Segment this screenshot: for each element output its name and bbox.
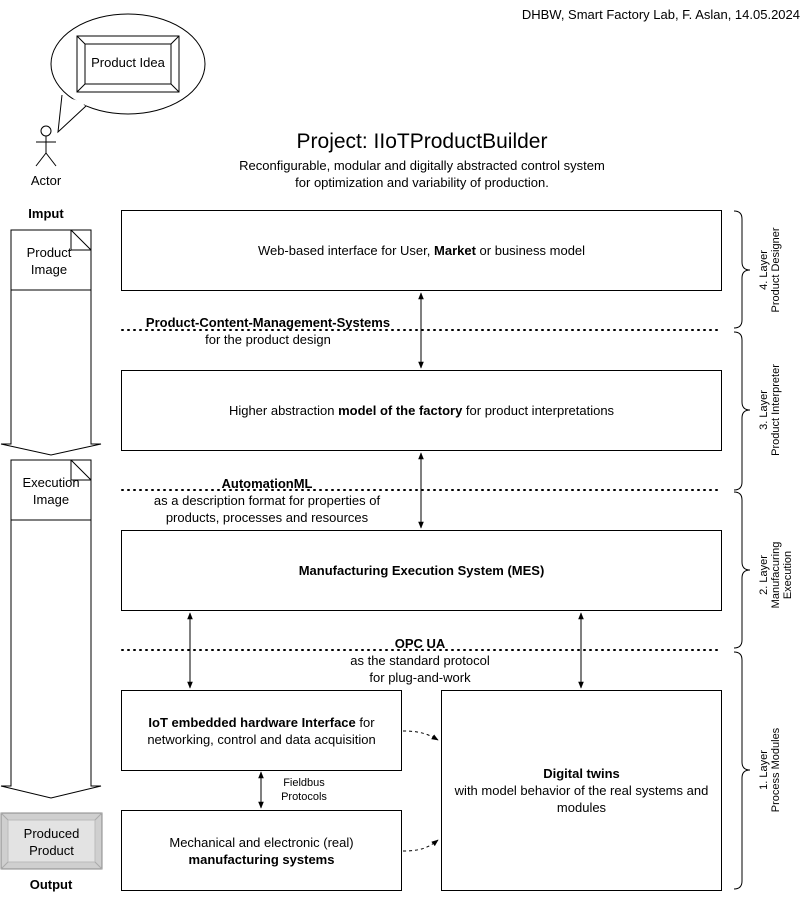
product-image-line-2: Image <box>30 262 68 277</box>
actor-icon <box>35 125 57 167</box>
mech-box-text-bold: manufacturing systems <box>188 851 335 867</box>
subtitle-line-1: Reconfigurable, modular and digitally ab… <box>239 158 605 173</box>
iot-interface-box: IoT embedded hardware Interface for netw… <box>121 690 402 771</box>
layer-1-num: 1. Layer <box>758 750 770 790</box>
mes-box: Manufacturing Execution System (MES) <box>121 530 722 611</box>
opc-desc-line-1: as the standard protocol <box>350 653 490 668</box>
layer-2-num: 2. Layer <box>758 555 770 595</box>
fieldbus-line-1: Fieldbus <box>283 777 325 789</box>
produced-product-shape <box>0 812 103 870</box>
layer-2-name-line-1: Manufacuring <box>770 541 782 609</box>
digital-twins-box: Digital twins with model behavior of the… <box>441 690 722 891</box>
layer-4-num: 4. Layer <box>758 250 770 290</box>
twins-box-text-post: with model behavior of the real systems … <box>454 783 709 815</box>
opc-title: OPC UA <box>394 636 446 651</box>
actor-label: Actor <box>30 173 62 188</box>
layer-3-name: Product Interpreter <box>770 364 782 456</box>
model-box-text-bold: model of the factory <box>338 403 463 418</box>
opc-desc-line-2: for plug-and-work <box>369 670 471 685</box>
execution-image-line-1: Execution <box>22 475 80 490</box>
pcms-title: Product-Content-Management-Systems <box>145 315 391 330</box>
produced-product-label: Produced Product <box>1 825 102 859</box>
page-title: Project: IIoTProductBuilder <box>296 130 548 153</box>
credit-text: DHBW, Smart Factory Lab, F. Aslan, 14.05… <box>521 7 800 22</box>
fieldbus-line-2: Protocols <box>281 791 327 803</box>
layer-4-label: 4. Layer Product Designer <box>752 220 788 320</box>
web-box-text-pre: Web-based interface for User, <box>257 243 435 258</box>
fieldbus-label: Fieldbus Protocols <box>266 776 342 804</box>
output-label: Output <box>29 877 73 892</box>
layer-braces <box>733 210 751 890</box>
web-interface-box: Web-based interface for User, Market or … <box>121 210 722 291</box>
produced-product-line-1: Produced <box>23 826 80 841</box>
execution-image-label: Execution Image <box>11 474 91 508</box>
subtitle-line-2: for optimization and variability of prod… <box>295 175 549 190</box>
layer-2-label: 2. Layer Manufacuring Execution <box>753 525 799 625</box>
iot-box-text-post: for networking, control and data acquisi… <box>147 714 376 747</box>
aml-title: AutomationML <box>221 476 313 491</box>
pcms-desc: for the product design <box>205 332 331 347</box>
web-box-text-bold: Market <box>434 243 476 258</box>
layer-1-label: 1. Layer Process Modules <box>752 720 788 820</box>
factory-model-box: Higher abstraction model of the factory … <box>121 370 722 451</box>
web-box-text-post: or business model <box>475 243 586 258</box>
manufacturing-systems-box: Mechanical and electronic (real) manufac… <box>121 810 402 891</box>
iot-box-text-bold: IoT embedded hardware Interface <box>148 714 356 730</box>
model-box-text-post: for product interpretations <box>462 403 615 418</box>
layer-4-name: Product Designer <box>770 227 782 313</box>
layer-3-label: 3. Layer Product Interpreter <box>752 360 788 460</box>
product-image-line-1: Product <box>26 245 72 260</box>
execution-image-line-2: Image <box>32 492 70 507</box>
twins-box-text-bold: Digital twins <box>543 766 620 781</box>
aml-desc-line-1: as a description format for properties o… <box>153 493 381 508</box>
product-image-label: Product Image <box>11 244 87 278</box>
produced-product-line-2: Product <box>29 843 74 858</box>
layer-2-name-line-2: Execution <box>782 550 794 600</box>
input-label: Imput <box>28 206 64 221</box>
mech-box-text-pre: Mechanical and electronic (real) <box>169 834 354 850</box>
model-box-text-pre: Higher abstraction <box>228 403 339 418</box>
product-idea-frame <box>76 35 180 93</box>
product-idea-label: Product Idea <box>91 55 165 70</box>
layer-1-name: Process Modules <box>770 727 782 813</box>
layer-3-num: 3. Layer <box>758 390 770 430</box>
aml-desc-line-2: products, processes and resources <box>165 510 369 525</box>
